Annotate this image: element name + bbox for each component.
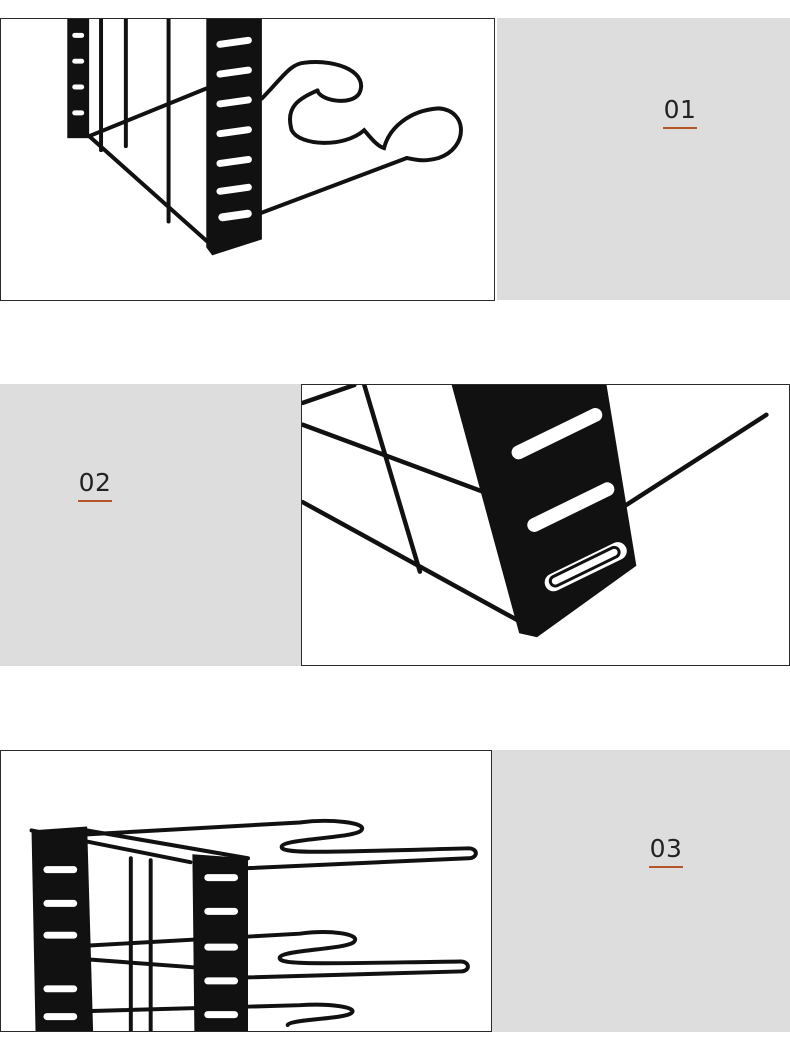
rack-illustration-1 <box>67 19 463 256</box>
label-underline-1 <box>663 127 697 129</box>
rack-post-front <box>206 19 262 256</box>
label-panel-2: 02 <box>0 384 301 666</box>
product-photo-2 <box>301 384 790 666</box>
product-photo-1 <box>0 18 495 301</box>
section-number-2: 02 <box>78 468 112 497</box>
rack-illustration-2 <box>302 385 769 638</box>
label-panel-3: 03 <box>492 750 790 1032</box>
label-panel-1: 01 <box>497 18 790 300</box>
section-label-2: 02 <box>75 468 115 502</box>
product-photo-3 <box>0 750 492 1032</box>
rack-post-front <box>192 854 248 1031</box>
section-label-1: 01 <box>660 95 700 129</box>
rack-post-back-left <box>67 19 90 139</box>
label-underline-2 <box>78 500 112 502</box>
rack-post-back-left <box>31 826 94 1031</box>
rack-illustration-3 <box>29 818 478 1031</box>
section-label-3: 03 <box>646 834 686 868</box>
section-number-3: 03 <box>649 834 683 863</box>
label-underline-3 <box>649 866 683 868</box>
section-number-1: 01 <box>663 95 697 124</box>
